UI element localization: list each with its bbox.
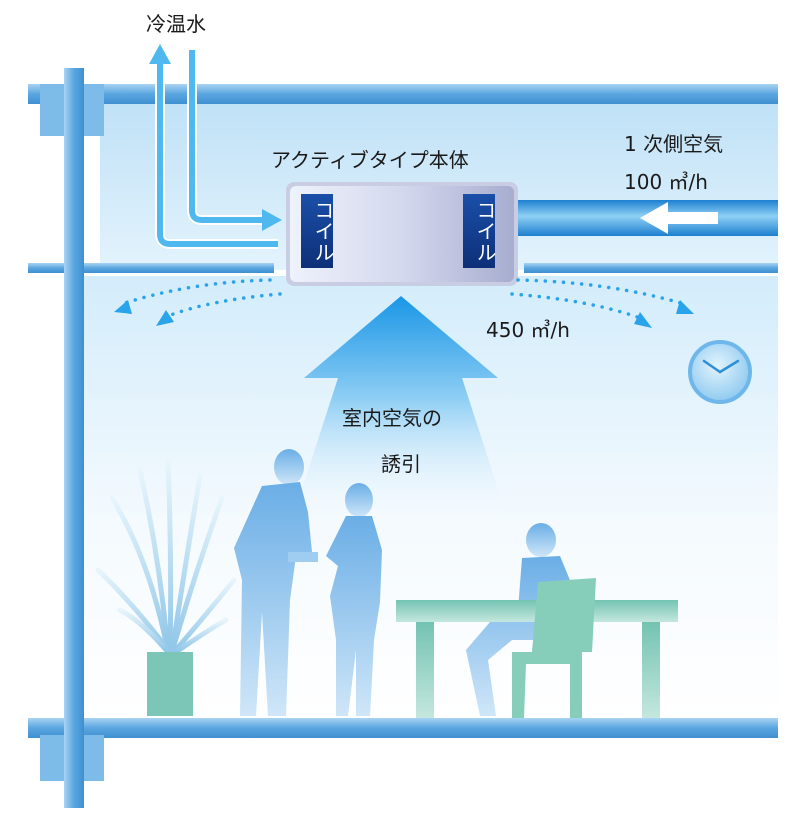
ceiling-board: [28, 263, 274, 273]
primary-air-label: 1 次側空気: [624, 132, 724, 156]
standing-man: [234, 449, 318, 716]
room-air-label-line1: 室内空気の: [342, 406, 442, 430]
coil-left-label: コイル: [301, 194, 335, 268]
water-supply-arrow: [262, 209, 282, 231]
structure-column: [64, 68, 84, 808]
coil-right-label: コイル: [463, 194, 497, 268]
primary-flow-label: 100 ㎥/h: [624, 170, 708, 194]
upper-slab: [28, 84, 778, 104]
chilled-water-label: 冷温水: [146, 12, 206, 36]
unit-name-label: アクティブタイプ本体: [271, 148, 469, 172]
primary-air-arrow: [640, 202, 718, 234]
potted-plant: [95, 459, 237, 716]
active-unit: [286, 182, 518, 286]
water-return-arrow: [149, 44, 171, 64]
arc-arrow-right-outer: [676, 300, 694, 314]
room-air-label-line2: 誘引: [381, 452, 421, 476]
room-air-induction-arrow: [292, 296, 508, 520]
column-cap-top-inner: [64, 84, 84, 136]
plant-pot: [147, 652, 193, 716]
ceiling-board-right: [524, 263, 778, 273]
induced-airflow-arcs: [114, 278, 694, 328]
chair: [512, 578, 596, 718]
table-and-chair: [396, 578, 678, 718]
standing-woman: [326, 483, 382, 716]
arc-arrow-right-inner: [634, 312, 652, 328]
column-cap-bottom-inner: [64, 735, 84, 781]
arc-arrow-left-inner: [156, 310, 174, 326]
table-leg-right: [642, 622, 660, 718]
table-leg-left: [416, 622, 434, 718]
floor-slab: [28, 718, 778, 738]
clock-icon: [688, 340, 752, 404]
induced-flow-label: 450 ㎥/h: [486, 318, 570, 342]
chilled-water-pipes: [149, 44, 282, 249]
arc-arrow-left-outer: [114, 300, 132, 314]
